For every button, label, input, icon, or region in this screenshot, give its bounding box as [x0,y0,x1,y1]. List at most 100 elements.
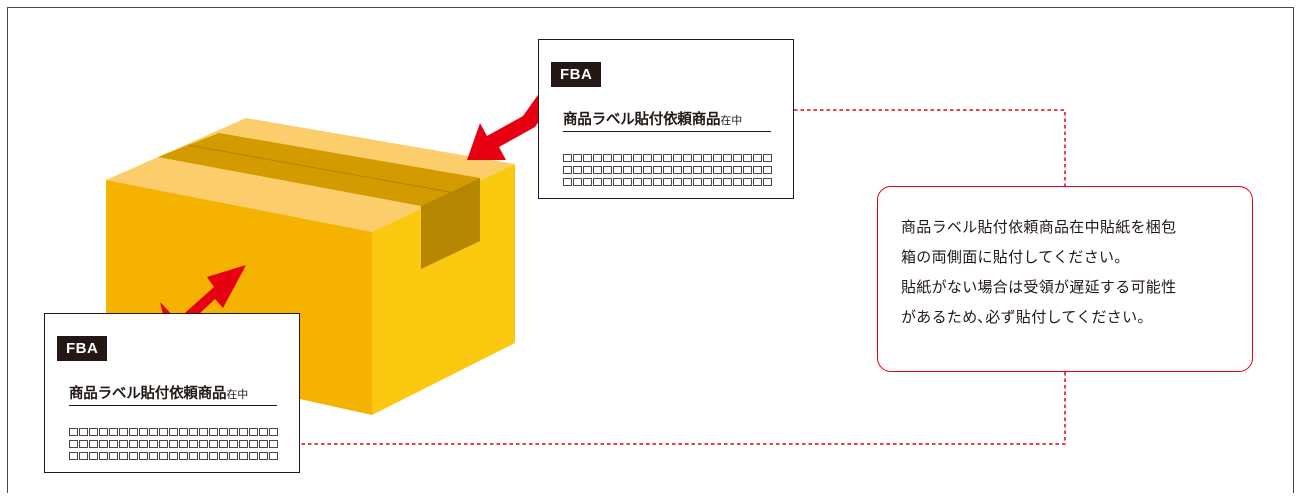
label-card-title-suffix: 在中 [226,388,249,401]
box-tape-seam [187,144,451,193]
note-line: 貼紙がない場合は受領が遅延する可能性 [901,278,1177,296]
placeholder-box [269,452,278,460]
placeholder-box [763,166,772,174]
placeholder-box [239,440,248,448]
placeholder-box [733,154,742,162]
placeholder-box [89,452,98,460]
placeholder-box [563,166,572,174]
placeholder-box [703,178,712,186]
placeholder-box [109,440,118,448]
placeholder-box [209,428,218,436]
placeholder-box [229,440,238,448]
placeholder-box [563,154,572,162]
dashed-connector [300,109,1066,445]
placeholder-box [199,428,208,436]
placeholder-box [683,166,692,174]
placeholder-box [763,178,772,186]
placeholder-box [239,428,248,436]
placeholder-box [653,166,662,174]
placeholder-box [169,452,178,460]
placeholder-box [703,166,712,174]
placeholder-box [149,428,158,436]
placeholder-box [189,440,198,448]
placeholder-box [139,440,148,448]
placeholder-box [723,178,732,186]
placeholder-box [179,428,188,436]
placeholder-box [603,178,612,186]
placeholder-box [663,166,672,174]
placeholder-box [683,154,692,162]
label-card-title: 商品ラベル貼付依頼商品在中 [563,108,771,132]
placeholder-box [249,428,258,436]
red-arrow-icon [160,92,552,332]
placeholder-box [593,154,602,162]
placeholder-box [663,178,672,186]
arrow-bottom [160,265,246,332]
placeholder-box [633,178,642,186]
placeholder-box [713,166,722,174]
label-card-title-main: 商品ラベル貼付依頼商品 [563,112,721,128]
placeholder-box [683,178,692,186]
placeholder-boxes [563,154,772,186]
instruction-note: 商品ラベル貼付依頼商品在中貼紙を梱包 箱の両側面に貼付してください。 貼紙がない… [877,186,1253,372]
placeholder-box [593,178,602,186]
placeholder-box [643,154,652,162]
placeholder-box [139,428,148,436]
placeholder-box [753,166,762,174]
placeholder-box [713,154,722,162]
placeholder-box [209,452,218,460]
box-tape-top [158,133,480,206]
placeholder-box [159,428,168,436]
dashed-connector-bottom [300,372,1066,445]
placeholder-box [129,452,138,460]
placeholder-box [149,440,158,448]
placeholder-box [109,452,118,460]
placeholder-box [259,452,268,460]
placeholder-box [169,440,178,448]
placeholder-box [583,166,592,174]
placeholder-box [129,440,138,448]
placeholder-box [743,178,752,186]
placeholder-box [623,178,632,186]
placeholder-box [99,452,108,460]
placeholder-box [653,178,662,186]
placeholder-box [653,154,662,162]
placeholder-box [703,154,712,162]
placeholder-box [119,452,128,460]
placeholder-box [603,166,612,174]
placeholder-box [219,440,228,448]
instruction-note-text: 商品ラベル貼付依頼商品在中貼紙を梱包 箱の両側面に貼付してください。 貼紙がない… [901,212,1236,332]
placeholder-box [159,440,168,448]
placeholder-box [603,154,612,162]
placeholder-box [613,154,622,162]
placeholder-box [693,178,702,186]
placeholder-box [79,428,88,436]
placeholder-box [69,440,78,448]
placeholder-box [573,166,582,174]
placeholder-box [89,440,98,448]
placeholder-box [229,428,238,436]
arrow-top [467,92,552,160]
placeholder-box [269,428,278,436]
placeholder-boxes [69,428,278,460]
placeholder-box [753,178,762,186]
placeholder-box [229,452,238,460]
placeholder-box [693,166,702,174]
placeholder-box [693,154,702,162]
placeholder-box [613,178,622,186]
placeholder-box [189,428,198,436]
placeholder-box [583,154,592,162]
label-card-bottom: FBA 商品ラベル貼付依頼商品在中 [44,313,300,473]
placeholder-box [79,452,88,460]
label-card-top: FBA 商品ラベル貼付依頼商品在中 [538,39,794,199]
placeholder-box [673,154,682,162]
placeholder-box [733,166,742,174]
placeholder-box [99,440,108,448]
placeholder-box [763,154,772,162]
placeholder-box [623,166,632,174]
placeholder-box [219,452,228,460]
placeholder-box [119,428,128,436]
placeholder-box [119,440,128,448]
label-card-title-main: 商品ラベル貼付依頼商品 [69,386,227,402]
placeholder-box [169,428,178,436]
